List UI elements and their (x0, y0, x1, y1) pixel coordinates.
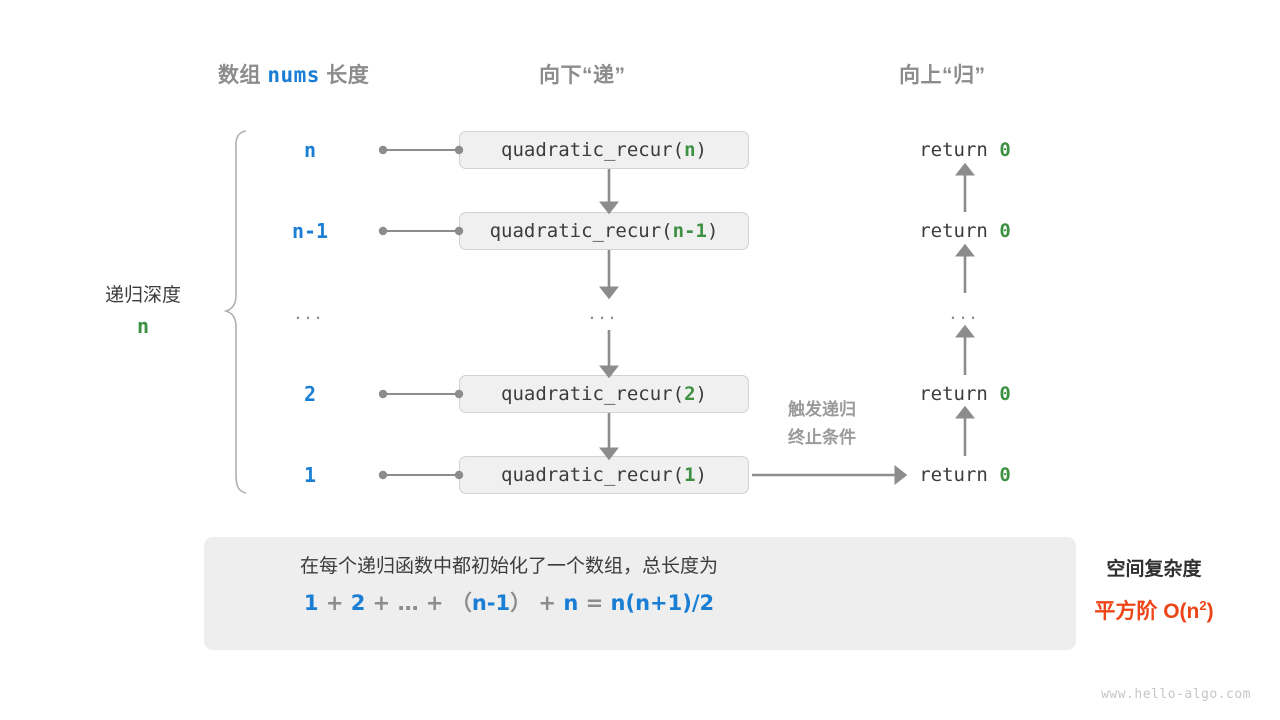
call-arg-row-1: n-1 (672, 220, 707, 242)
formula-paren-close: ） (510, 591, 532, 615)
formula-result: n(n+1)/2 (610, 591, 715, 615)
call-box-row-1[interactable]: quadratic_recur(n-1) (459, 212, 749, 250)
call-box-row-4[interactable]: quadratic_recur(1) (459, 456, 749, 494)
size-label-row-2: ... (294, 299, 326, 324)
conclusion-title: 空间复杂度 (1106, 559, 1202, 580)
conclusion-block: 空间复杂度 平方阶 O(n2) (1044, 553, 1264, 631)
call-box-row-0[interactable]: quadratic_recur(n) (459, 131, 749, 169)
formula-op-1: + (325, 591, 344, 615)
header-return-up: 向上“归” (899, 64, 986, 87)
summary-description: 在每个递归函数中都初始化了一个数组，总长度为 (299, 556, 718, 577)
watermark: www.hello-algo.com (1101, 687, 1251, 702)
call-suffix-row-0: ) (695, 139, 707, 161)
header-array-length: 数组 nums 长度 (218, 59, 369, 89)
formula-op-3: + (425, 591, 444, 615)
return-row-0: return 0 (875, 139, 1055, 161)
return-value-row-3: 0 (999, 383, 1011, 405)
recursion-depth-value: n (136, 314, 150, 338)
call-prefix-row-0: quadratic_recur( (501, 139, 685, 161)
return-keyword-row-1: return (919, 220, 1000, 242)
conclusion-value: 平方阶 O(n2) (1044, 587, 1264, 631)
formula-equals: = (585, 591, 604, 615)
summary-text-block: 在每个递归函数中都初始化了一个数组，总长度为 1 + 2 + … + （n-1）… (224, 550, 794, 622)
call-ellipsis-row-2: ... (588, 299, 620, 324)
formula-op-4: + (538, 591, 557, 615)
base-case-note-line1: 触发递归 (788, 400, 856, 419)
call-prefix-row-3: quadratic_recur( (501, 383, 685, 405)
depth-brace (223, 130, 247, 494)
size-connectors (378, 145, 464, 480)
return-ellipsis-row-2: ... (949, 299, 981, 324)
header-array-code: nums (267, 63, 320, 87)
summary-panel: 在每个递归函数中都初始化了一个数组，总长度为 1 + 2 + … + （n-1）… (204, 537, 1214, 650)
formula-term-2: 2 (350, 591, 366, 615)
return-keyword-row-0: return (919, 139, 1000, 161)
return-row-1: return 0 (875, 220, 1055, 242)
return-value-row-4: 0 (999, 464, 1011, 486)
base-case-note-line2: 终止条件 (788, 428, 856, 447)
formula-paren-open: （ (450, 591, 472, 615)
call-arg-row-3: 2 (684, 383, 696, 405)
header-recurse-down: 向下“递” (539, 64, 626, 87)
formula-term-4: n-1 (471, 591, 511, 615)
header-array-prefix: 数组 (218, 64, 261, 87)
size-label-row-0: n (303, 138, 317, 162)
return-keyword-row-3: return (919, 383, 1000, 405)
return-row-3: return 0 (875, 383, 1055, 405)
size-label-row-4: 1 (303, 463, 317, 487)
size-label-row-3: 2 (303, 382, 317, 406)
conclusion-order-name: 平方阶 (1094, 600, 1158, 623)
recursion-depth-text: 递归深度 (104, 285, 181, 306)
return-value-row-1: 0 (999, 220, 1011, 242)
size-label-row-1: n-1 (291, 219, 329, 243)
call-suffix-row-3: ) (695, 383, 707, 405)
formula-term-1: 1 (303, 591, 319, 615)
formula-term-5: n (563, 591, 579, 615)
call-arg-row-4: 1 (684, 464, 696, 486)
call-suffix-row-1: ) (706, 220, 719, 242)
call-prefix-row-4: quadratic_recur( (501, 464, 685, 486)
conclusion-bigo-prefix: O(n (1163, 600, 1200, 623)
call-suffix-row-4: ) (695, 464, 707, 486)
return-value-row-0: 0 (999, 139, 1011, 161)
base-case-note: 触发递归 终止条件 (762, 396, 882, 452)
header-array-suffix: 长度 (326, 64, 370, 87)
return-keyword-row-4: return (919, 464, 1000, 486)
summary-formula: 1 + 2 + … + （n-1） + n = n(n+1)/2 (224, 584, 794, 622)
formula-op-2: + (372, 591, 391, 615)
conclusion-bigo-exponent: 2 (1199, 598, 1207, 613)
call-arg-row-0: n (684, 139, 696, 161)
formula-ellipsis: … (397, 591, 419, 615)
call-prefix-row-1: quadratic_recur( (489, 220, 673, 242)
conclusion-bigo-close: ) (1206, 600, 1214, 623)
recursion-depth-label: 递归深度 n (78, 281, 208, 341)
call-box-row-3[interactable]: quadratic_recur(2) (459, 375, 749, 413)
return-row-4: return 0 (875, 464, 1055, 486)
